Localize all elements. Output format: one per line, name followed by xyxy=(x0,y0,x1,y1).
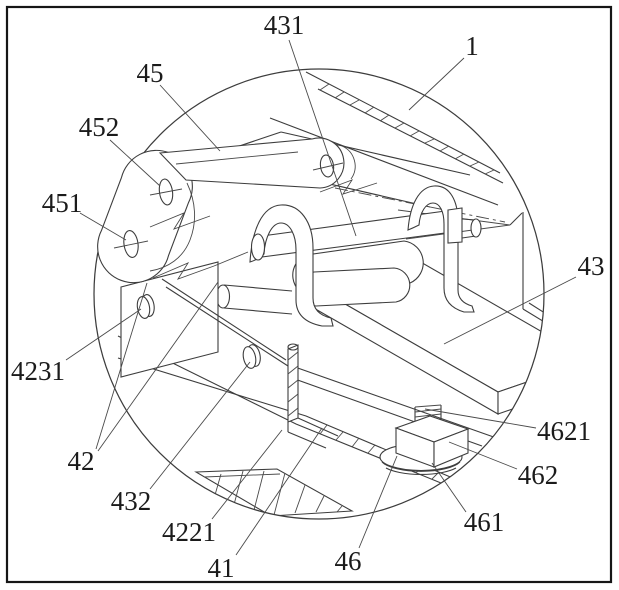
screw-support-46 xyxy=(379,404,470,476)
part-label-462: 462 xyxy=(518,460,559,490)
lug-hole xyxy=(312,154,344,178)
leader-4221 xyxy=(211,429,283,520)
part-label-41: 41 xyxy=(208,553,235,583)
part-label-431: 431 xyxy=(264,10,305,40)
center-hook-bracket xyxy=(249,204,334,327)
link-arm-bar xyxy=(158,137,345,189)
riser-plate-4221 xyxy=(287,343,339,449)
slide-plate-42 xyxy=(120,261,289,378)
part-labels: 431 1 45 452 451 43 4231 42 432 4221 41 … xyxy=(11,10,605,583)
part-label-45: 45 xyxy=(137,58,164,88)
guide-rod xyxy=(215,284,293,315)
pin-432 xyxy=(242,344,261,369)
hook-brackets xyxy=(249,185,482,327)
leader-4621 xyxy=(424,408,537,429)
leader-41 xyxy=(235,427,323,556)
part-label-4231: 4231 xyxy=(11,356,65,386)
leader-431 xyxy=(288,39,357,237)
part-label-4621: 4621 xyxy=(537,416,591,446)
part-label-452: 452 xyxy=(79,112,120,142)
paddle-thickness-edge xyxy=(149,182,195,272)
link-arm-paddle xyxy=(97,149,193,284)
shaft-end-stub xyxy=(461,218,482,239)
part-label-461: 461 xyxy=(464,507,505,537)
leader-42a xyxy=(95,282,148,450)
front-rail xyxy=(161,278,289,367)
section-axis-line xyxy=(334,187,506,223)
adjuster-block-462 xyxy=(394,415,470,468)
leader-461 xyxy=(431,462,467,513)
part-label-432: 432 xyxy=(111,486,152,516)
leader-lines xyxy=(65,39,577,556)
leader-46 xyxy=(358,455,398,549)
leader-4231 xyxy=(65,308,142,361)
leader-462 xyxy=(448,441,518,470)
part-label-4221: 4221 xyxy=(162,517,216,547)
leader-1 xyxy=(408,57,465,111)
pivot-hole-451 xyxy=(113,230,149,258)
detail-view-content xyxy=(117,71,544,517)
right-end-wall xyxy=(509,212,544,330)
figure-border xyxy=(5,5,613,584)
wall-section-part1 xyxy=(269,71,504,206)
pin-4231 xyxy=(136,294,155,319)
part-label-451: 451 xyxy=(42,188,83,218)
arm-slot-line xyxy=(175,151,299,165)
leader-452 xyxy=(109,139,161,187)
shaft-left-cap xyxy=(250,233,266,261)
leader-451 xyxy=(79,212,127,241)
leader-432 xyxy=(149,361,251,490)
leader-45 xyxy=(159,84,221,152)
link-arm-45 xyxy=(97,137,378,284)
part-label-42: 42 xyxy=(68,446,95,476)
second-lug-edge xyxy=(341,145,356,180)
pivot-hole-452 xyxy=(149,178,183,206)
roller-pair-432 xyxy=(215,240,424,315)
leader-43 xyxy=(443,276,577,345)
wall-hatch-strokes xyxy=(319,83,495,175)
shaft-collar xyxy=(447,207,463,244)
leader-42b xyxy=(97,281,219,452)
phantom-assembly-arrows xyxy=(149,179,378,280)
detail-view-circle xyxy=(93,68,545,520)
part-label-1: 1 xyxy=(465,31,479,61)
part-label-43: 43 xyxy=(578,251,605,281)
roller-front xyxy=(299,267,411,307)
part-label-46: 46 xyxy=(335,546,362,576)
